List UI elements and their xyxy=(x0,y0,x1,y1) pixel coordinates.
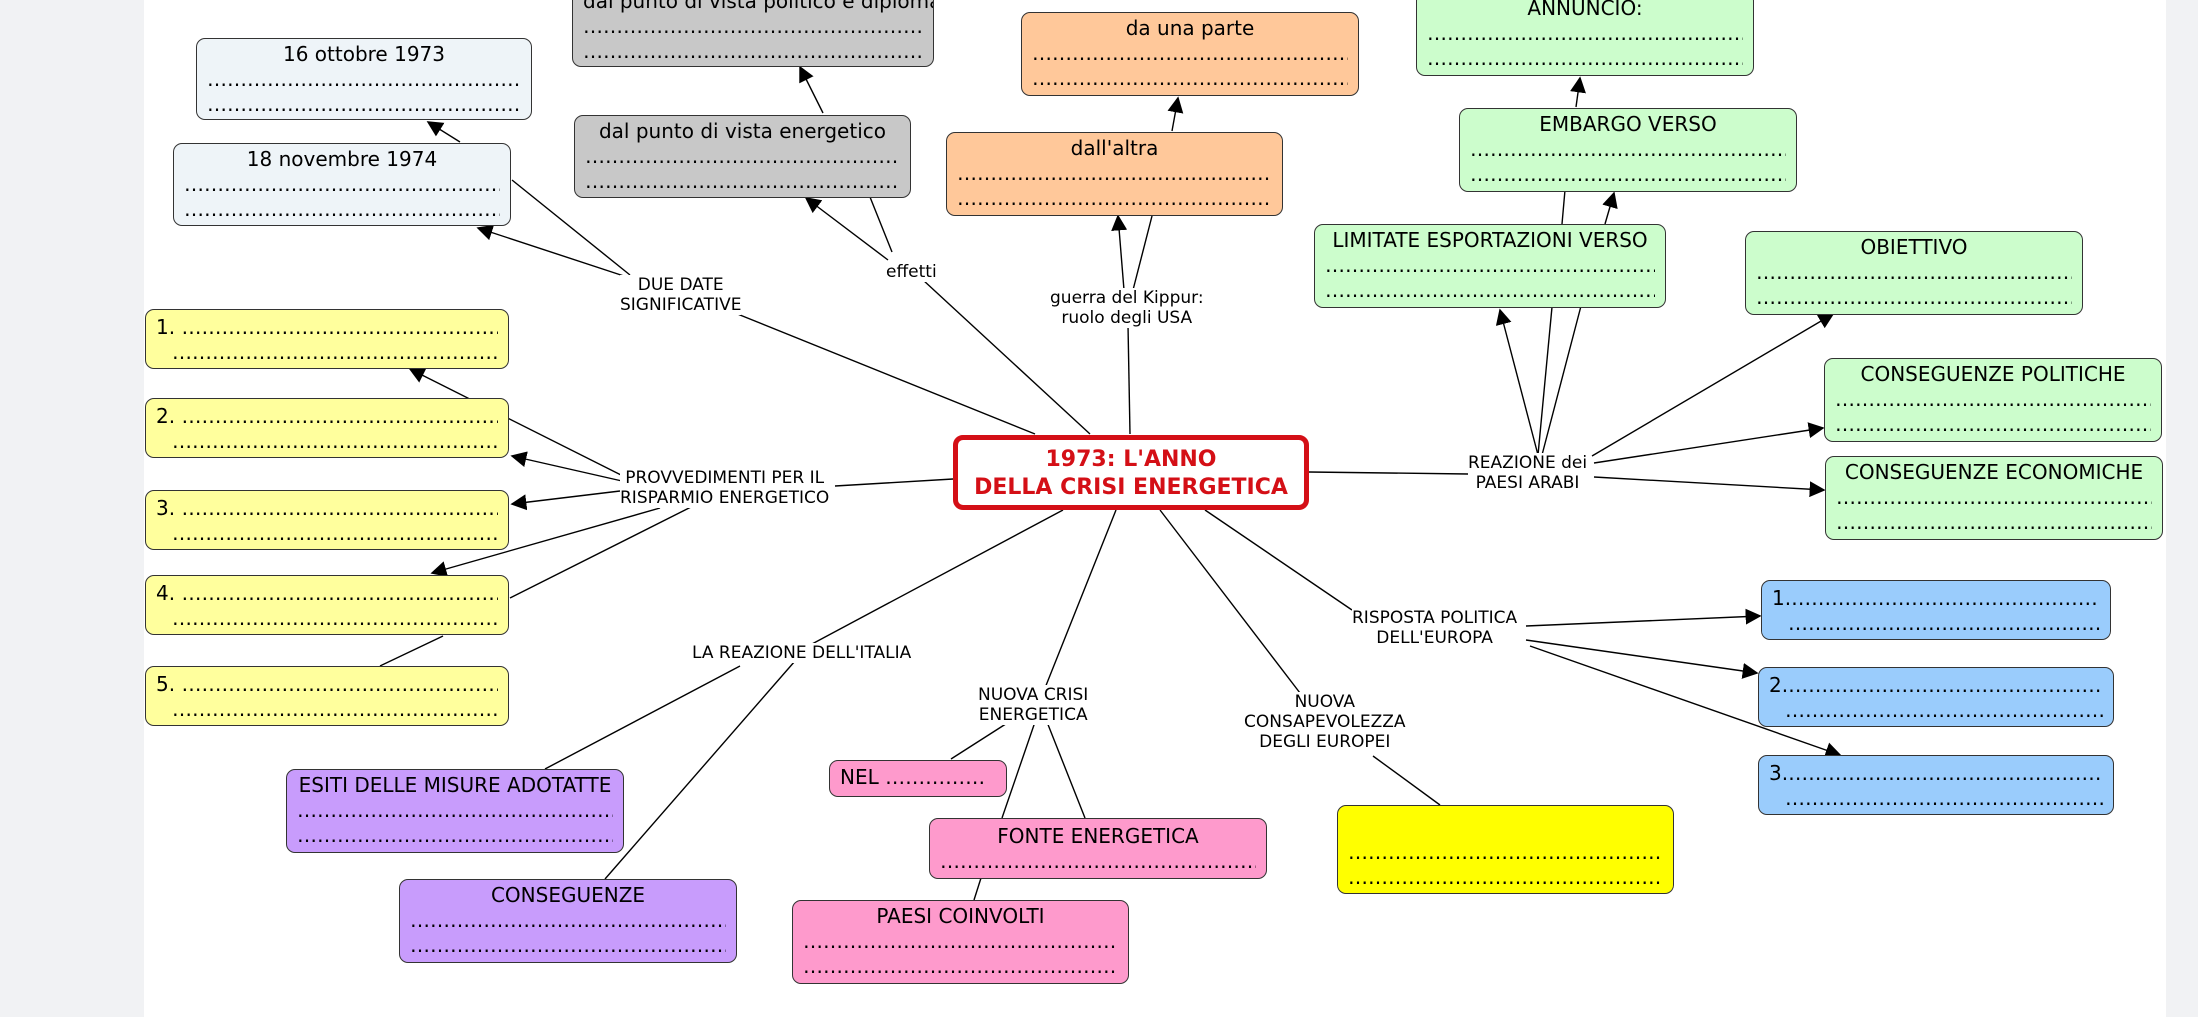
line-to-nel xyxy=(950,719,1013,760)
central-title-line-2: DELLA CRISI ENERGETICA xyxy=(974,475,1288,500)
line-center-europa xyxy=(1204,509,1353,611)
node-limitate-esportazioni: LIMITATE ESPORTAZIONI VERSO ………………………………… xyxy=(1314,224,1666,308)
arrow-to-annuncio xyxy=(1570,76,1586,108)
arrow-to-prov-2 xyxy=(510,451,623,482)
arrow-to-prov-4 xyxy=(430,507,661,577)
node-provvedimento-4: 4. ……………………………………………… ……………………………………………… xyxy=(145,575,509,635)
arrow-to-europa-3 xyxy=(1529,645,1842,758)
arrow-to-altra xyxy=(1111,214,1128,291)
arrow-to-europa-1 xyxy=(1525,608,1762,627)
line-center-nuova-crisi xyxy=(1044,509,1117,689)
line-duedate-1973 xyxy=(511,179,631,276)
line-center-reazione xyxy=(1308,471,1469,475)
node-esiti-misure: ESITI DELLE MISURE ADOTATTE ………………………………… xyxy=(286,769,624,853)
line-to-prov-4b xyxy=(509,504,696,599)
node-provvedimento-3: 3. ……………………………………………… ……………………………………………… xyxy=(145,490,509,550)
node-nel: NEL …………… xyxy=(829,760,1007,797)
line-center-kippur xyxy=(1127,324,1131,435)
line-center-provvedimenti xyxy=(834,478,954,487)
line-to-limitate-3 xyxy=(1541,305,1582,456)
node-16-ottobre-1973: 16 ottobre 1973 ……………………………………………… ……………… xyxy=(196,38,532,120)
node-provvedimento-1: 1. ……………………………………………… ……………………………………………… xyxy=(145,309,509,369)
arrow-to-europa-2 xyxy=(1525,639,1759,679)
line-fonte-paesi xyxy=(973,877,982,901)
line-center-duedate xyxy=(734,312,1036,435)
label-reazione-italia: LA REAZIONE DELL'ITALIA xyxy=(692,643,912,663)
arrow-to-prov-3 xyxy=(510,490,621,511)
label-provvedimenti: PROVVEDIMENTI PER IL RISPARMIO ENERGETIC… xyxy=(620,468,830,508)
node-obiettivo: OBIETTIVO ……………………………………………… ……………………………… xyxy=(1745,231,2083,315)
arrow-to-cons-politiche xyxy=(1593,422,1825,464)
line-effetti-energetico xyxy=(869,196,893,253)
node-provvedimento-2: 2. ……………………………………………… ……………………………………………… xyxy=(145,398,509,458)
central-title-line-1: 1973: L'ANNO xyxy=(1045,447,1217,472)
node-paesi-coinvolti: PAESI COINVOLTI ……………………………………………… ……………… xyxy=(792,900,1129,984)
node-18-novembre-1974: 18 novembre 1974 ……………………………………………… …………… xyxy=(173,143,511,226)
arrow-to-limitate xyxy=(1495,308,1539,456)
line-center-italia xyxy=(796,509,1064,653)
line-center-consapevolezza xyxy=(1159,509,1301,694)
node-consapevolezza-europei: ……………………………………………… ……………………………………………… xyxy=(1337,805,1674,894)
line-italia-conseguenze xyxy=(604,660,796,880)
node-politico-diplomatico: dal punto di vista politico e diplomatic… xyxy=(572,0,934,67)
label-reazione-arabi: REAZIONE dei PAESI ARABI xyxy=(1468,453,1588,493)
line-to-prov-5 xyxy=(379,635,444,667)
label-nuova-crisi: NUOVA CRISI ENERGETICA xyxy=(978,685,1089,725)
arrow-to-prov-1 xyxy=(408,368,626,478)
node-europa-1: 1.……………………………………………… ……………………………………………… xyxy=(1761,580,2111,640)
node-embargo-verso: EMBARGO VERSO ……………………………………………… …………………… xyxy=(1459,108,1797,192)
node-europa-2: 2.……………………………………………… ……………………………………………… xyxy=(1758,667,2114,727)
arrow-to-politico xyxy=(799,65,824,114)
label-kippur: guerra del Kippur: ruolo degli USA xyxy=(1050,288,1204,328)
node-punto-vista-energetico: dal punto di vista energetico …………………………… xyxy=(574,115,911,198)
arrow-to-una-parte xyxy=(1167,96,1184,132)
label-due-date: DUE DATE SIGNIFICATIVE xyxy=(620,275,742,315)
line-center-effetti xyxy=(909,267,1091,435)
arrow-to-energetico xyxy=(804,197,889,261)
central-node: 1973: L'ANNO DELLA CRISI ENERGETICA xyxy=(953,435,1309,510)
node-fonte-energetica: FONTE ENERGETICA ……………………………………………… xyxy=(929,818,1267,879)
arrow-to-embargo xyxy=(1602,191,1618,225)
arrow-to-1974 xyxy=(476,224,631,279)
node-dall-altra: dall'altra ……………………………………………… …………………………… xyxy=(946,132,1283,216)
line-to-fonte-1 xyxy=(1001,721,1036,819)
label-consapevolezza: NUOVA CONSAPEVOLEZZA DEGLI EUROPEI xyxy=(1244,692,1406,752)
node-conseguenze-economiche: CONSEGUENZE ECONOMICHE ……………………………………………… xyxy=(1825,456,2163,540)
node-annuncio: ANNUNCIO: ……………………………………………… ……………………………… xyxy=(1416,0,1754,76)
line-kippur-altra xyxy=(1132,215,1153,291)
line-to-fonte-2 xyxy=(1046,721,1086,819)
arrow-to-1973 xyxy=(426,121,461,143)
arrow-to-obiettivo xyxy=(1591,313,1835,457)
node-europa-3: 3.……………………………………………… ……………………………………………… xyxy=(1758,755,2114,815)
label-effetti: effetti xyxy=(886,262,937,282)
label-risposta-europa: RISPOSTA POLITICA DELL'EUROPA xyxy=(1352,608,1518,648)
arrow-to-cons-economiche xyxy=(1593,476,1826,498)
node-conseguenze: CONSEGUENZE ……………………………………………… ………………………… xyxy=(399,879,737,963)
line-italia-esiti xyxy=(544,665,741,770)
node-da-una-parte: da una parte ……………………………………………… ……………………… xyxy=(1021,12,1359,96)
line-to-limitate-2 xyxy=(1537,306,1553,456)
line-to-yellow-box xyxy=(1372,755,1441,806)
line-limitate-embargo xyxy=(1561,189,1566,225)
node-provvedimento-5: 5. ……………………………………………… ……………………………………………… xyxy=(145,666,509,726)
node-conseguenze-politiche: CONSEGUENZE POLITICHE ………………………………………………… xyxy=(1824,358,2162,442)
